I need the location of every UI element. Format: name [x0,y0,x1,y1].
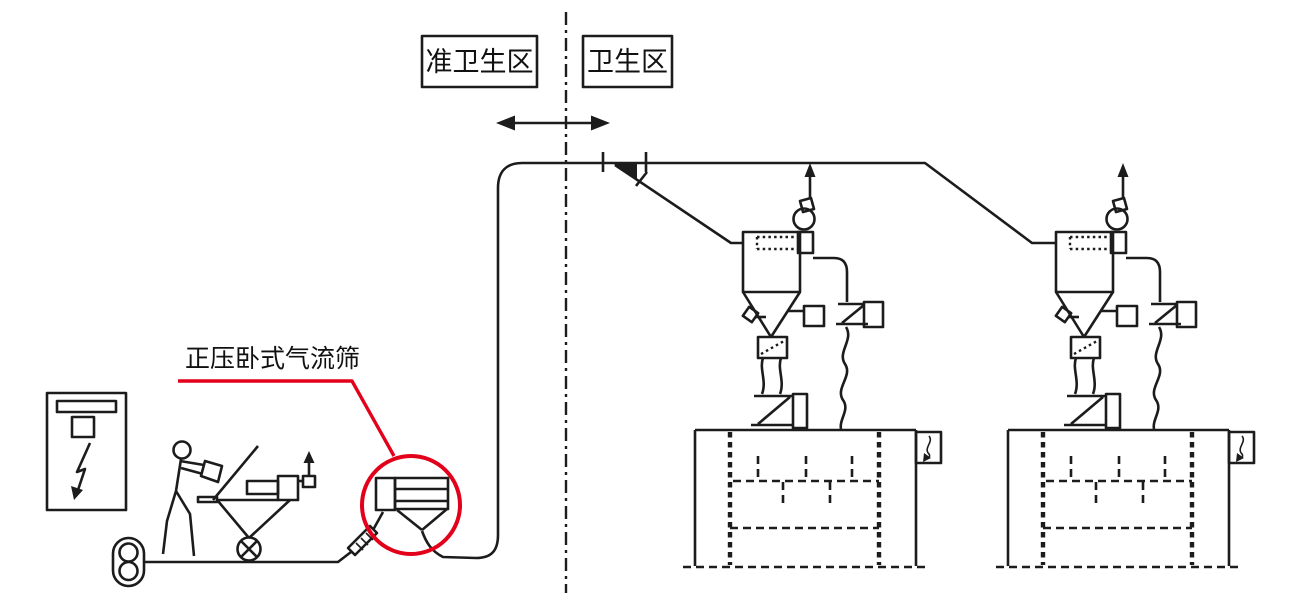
airflow-sieve [374,476,450,532]
lightning-arrow-icon [71,442,92,500]
venturi-injector [346,524,379,557]
exhaust-arrow-icon [303,451,315,475]
zone-label-left: 准卫生区 [420,34,539,89]
pipe-coupling-ticks [601,152,649,187]
open-lid-line [212,445,259,501]
conveying-pipe-main [420,161,1056,560]
operator-figure [161,440,224,557]
zone-right-label: 卫生区 [587,47,668,77]
conveying-pipe-branch [614,163,743,245]
rotary-valve-icon [236,536,262,562]
sieve-funnel [396,508,448,532]
label-leader-line [178,379,396,457]
sieve-label: 正压卧式气流筛 [185,345,360,373]
roots-blower-icon [111,536,146,588]
blower-air-line [144,550,352,564]
filter-receiver-unit-2 [996,163,1254,567]
hopper-cone [217,499,291,539]
diverter-valve-icon [611,162,637,181]
electrical-panel [45,391,128,512]
highlight-circle [360,454,462,556]
filter-receiver-unit-1 [683,163,941,567]
material-bag [199,459,224,484]
zone-label-right: 卫生区 [581,34,674,89]
zone-left-label: 准卫生区 [426,47,534,77]
zone-transfer-arrow-icon [496,115,610,131]
venturi-to-sieve-line [371,511,385,531]
bag-dump-station [196,445,317,562]
